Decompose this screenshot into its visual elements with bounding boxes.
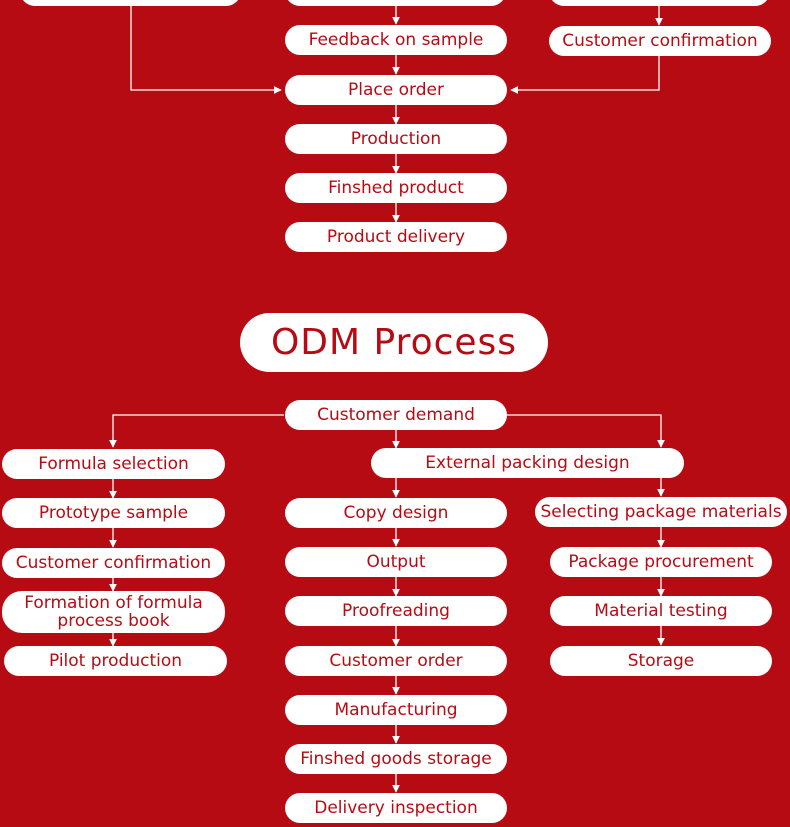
step-copy-design: Copy design (285, 498, 507, 528)
step-storage: Storage (550, 646, 772, 676)
step-manufacturing: Manufacturing (285, 695, 507, 725)
step-delivery-inspection: Delivery inspection (285, 793, 507, 823)
step-place-order: Place order (285, 75, 507, 105)
step-customer-confirmation-left: Customer confirmation (2, 548, 225, 578)
step-prototype-sample: Prototype sample (2, 498, 225, 528)
step-finished-goods-storage: Finshed goods storage (285, 744, 507, 774)
step-customer-order: Customer order (285, 646, 507, 676)
step-production: Production (285, 124, 507, 154)
connector-left-to-place-order (130, 6, 282, 94)
step-formula-process-book: Formation of formula process book (2, 591, 225, 633)
step-customer-confirmation-top: Customer confirmation (549, 26, 771, 56)
step-output: Output (285, 547, 507, 577)
step-product-delivery: Product delivery (285, 222, 507, 252)
step-finished-product: Finshed product (285, 173, 507, 203)
step-material-testing: Material testing (550, 596, 772, 626)
connector-root-to-right (507, 414, 665, 448)
step-external-packing-design: External packing design (371, 448, 684, 478)
step-proofreading: Proofreading (285, 596, 507, 626)
connector-right-to-place-order (510, 56, 660, 94)
step-customer-demand: Customer demand (285, 400, 507, 430)
step-formula-selection: Formula selection (2, 449, 225, 479)
odm-process-title: ODM Process (240, 313, 548, 372)
right-partial-step (549, 0, 770, 6)
center-partial-step (285, 0, 506, 6)
step-pilot-production: Pilot production (4, 646, 227, 676)
left-partial-step (20, 0, 241, 6)
step-package-procurement: Package procurement (550, 547, 772, 577)
connector-root-to-formula (109, 414, 284, 448)
step-feedback-on-sample: Feedback on sample (285, 25, 507, 55)
step-selecting-package-materials: Selecting package materials (535, 497, 787, 527)
